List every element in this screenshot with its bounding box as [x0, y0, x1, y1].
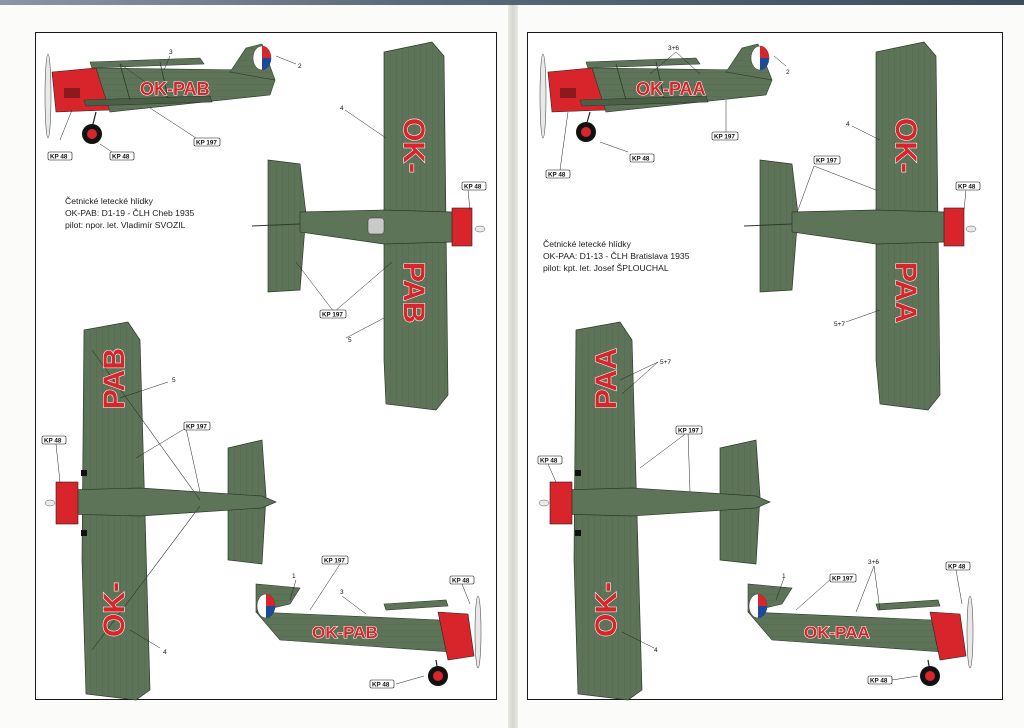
right-top-wing-reg-right: PAA [889, 262, 922, 323]
left-top-view-right: OK- PAB [251, 41, 486, 411]
left-callout-1: 1 [292, 573, 296, 580]
right-caption-line1: Četnické letecké hlídky [543, 239, 631, 249]
right-tag-kp197-d: KP 197 [832, 576, 853, 583]
left-caption-line3: pilot: npor. let. Vladimír SVOZIL [65, 220, 186, 230]
left-bottom-wing-reg-right: PAB [98, 348, 131, 409]
left-tag-kp48-c: KP 48 [464, 184, 482, 191]
left-caption-line2: OK-PAB: D1-19 - ČLH Cheb 1935 [65, 208, 195, 218]
right-callout-57-top: 5+7 [834, 321, 845, 328]
left-tag-kp197-d: KP 197 [324, 558, 345, 565]
left-tag-kp48-b: KP 48 [112, 154, 130, 161]
left-tag-kp48-e: KP 48 [452, 578, 470, 585]
right-top-view-right: OK- PAA [743, 41, 977, 411]
right-tag-kp197-b: KP 197 [816, 158, 837, 165]
left-caption: Četnické letecké hlídky OK-PAB: D1-19 - … [65, 195, 194, 231]
left-tag-kp197-c: KP 197 [186, 424, 207, 431]
right-bottom-wing-reg-right: PAA [590, 348, 623, 409]
right-side-view-top: OK-PAA [539, 43, 773, 142]
left-tag-kp197-b: KP 197 [322, 312, 343, 319]
right-callout-4-bottom: 4 [654, 647, 658, 654]
right-tag-kp48-f: KP 48 [870, 678, 888, 685]
left-caption-line1: Četnické letecké hlídky [65, 196, 153, 206]
left-side-view-top: OK-PAB [44, 43, 276, 144]
right-tag-kp48-a: KP 48 [548, 172, 566, 179]
left-callout-lines [55, 55, 471, 685]
left-bottom-wing-reg-left: OK- [98, 582, 131, 637]
right-tag-kp48-b: KP 48 [632, 156, 650, 163]
right-top-wing-reg-left: OK- [889, 118, 922, 173]
right-tag-kp197-a: KP 197 [714, 134, 735, 141]
left-bottom-view: PAB OK- [44, 321, 277, 701]
right-caption: Četnické letecké hlídky OK-PAA: D1-13 - … [543, 238, 689, 274]
left-tag-kp48-f: KP 48 [372, 682, 390, 689]
right-tag-kp48-c: KP 48 [958, 184, 976, 191]
right-callout-36-top: 3+6 [668, 45, 679, 52]
right-caption-line3: pilot: kpt. let. Josef ŠPLOUCHAL [543, 263, 669, 273]
left-callout-2: 2 [298, 63, 302, 70]
left-callout-3-top: 3 [169, 49, 173, 56]
left-callout-4-top: 4 [340, 105, 344, 112]
left-tag-kp197-a: KP 197 [196, 140, 217, 147]
left-top-wing-reg-left: OK- [397, 118, 430, 173]
right-side-top-registration: OK-PAA [636, 79, 706, 99]
page-gutter [508, 0, 518, 728]
right-callout-4-top: 4 [846, 121, 850, 128]
left-callout-5-bottom: 5 [172, 377, 176, 384]
left-side-view-bottom: OK-PAB [255, 583, 482, 686]
right-tag-kp48-e: KP 48 [948, 564, 966, 571]
right-callout-1: 1 [782, 573, 786, 580]
left-side-bottom-registration: OK-PAB [312, 623, 378, 642]
left-side-top-registration: OK-PAB [140, 79, 210, 99]
left-tags: KP 48 KP 48 KP 197 KP 48 KP 197 KP 48 KP… [41, 137, 487, 689]
right-callout-lines [547, 51, 967, 681]
left-callout-3-bottom: 3 [340, 589, 344, 596]
right-callout-36-bottom: 3+6 [868, 559, 879, 566]
left-callout-numbers: 3 2 4 5 5 4 1 3 [163, 49, 352, 656]
left-tag-kp48-d: KP 48 [44, 438, 62, 445]
right-side-bottom-registration: OK-PAA [804, 623, 870, 642]
right-tag-kp197-c: KP 197 [678, 428, 699, 435]
right-side-view-bottom: OK-PAA [747, 583, 974, 686]
left-tag-kp48-a: KP 48 [50, 154, 68, 161]
right-bottom-wing-reg-left: OK- [590, 582, 623, 637]
right-callout-2: 2 [786, 69, 790, 76]
right-caption-line2: OK-PAA: D1-13 - ČLH Bratislava 1935 [543, 251, 690, 261]
top-edge-strip [0, 0, 1024, 5]
right-bottom-view: PAA OK- [538, 321, 771, 701]
right-callout-57-bottom: 5+7 [660, 359, 671, 366]
left-top-wing-reg-right: PAB [397, 262, 430, 323]
right-callout-numbers: 3+6 2 4 5+7 5+7 4 1 3+6 [654, 45, 879, 654]
left-callout-5-top: 5 [348, 337, 352, 344]
right-tag-kp48-d: KP 48 [540, 458, 558, 465]
right-tags: KP 48 KP 48 KP 197 KP 197 KP 48 KP 48 KP… [537, 131, 981, 685]
left-callout-4-bottom: 4 [163, 649, 167, 656]
